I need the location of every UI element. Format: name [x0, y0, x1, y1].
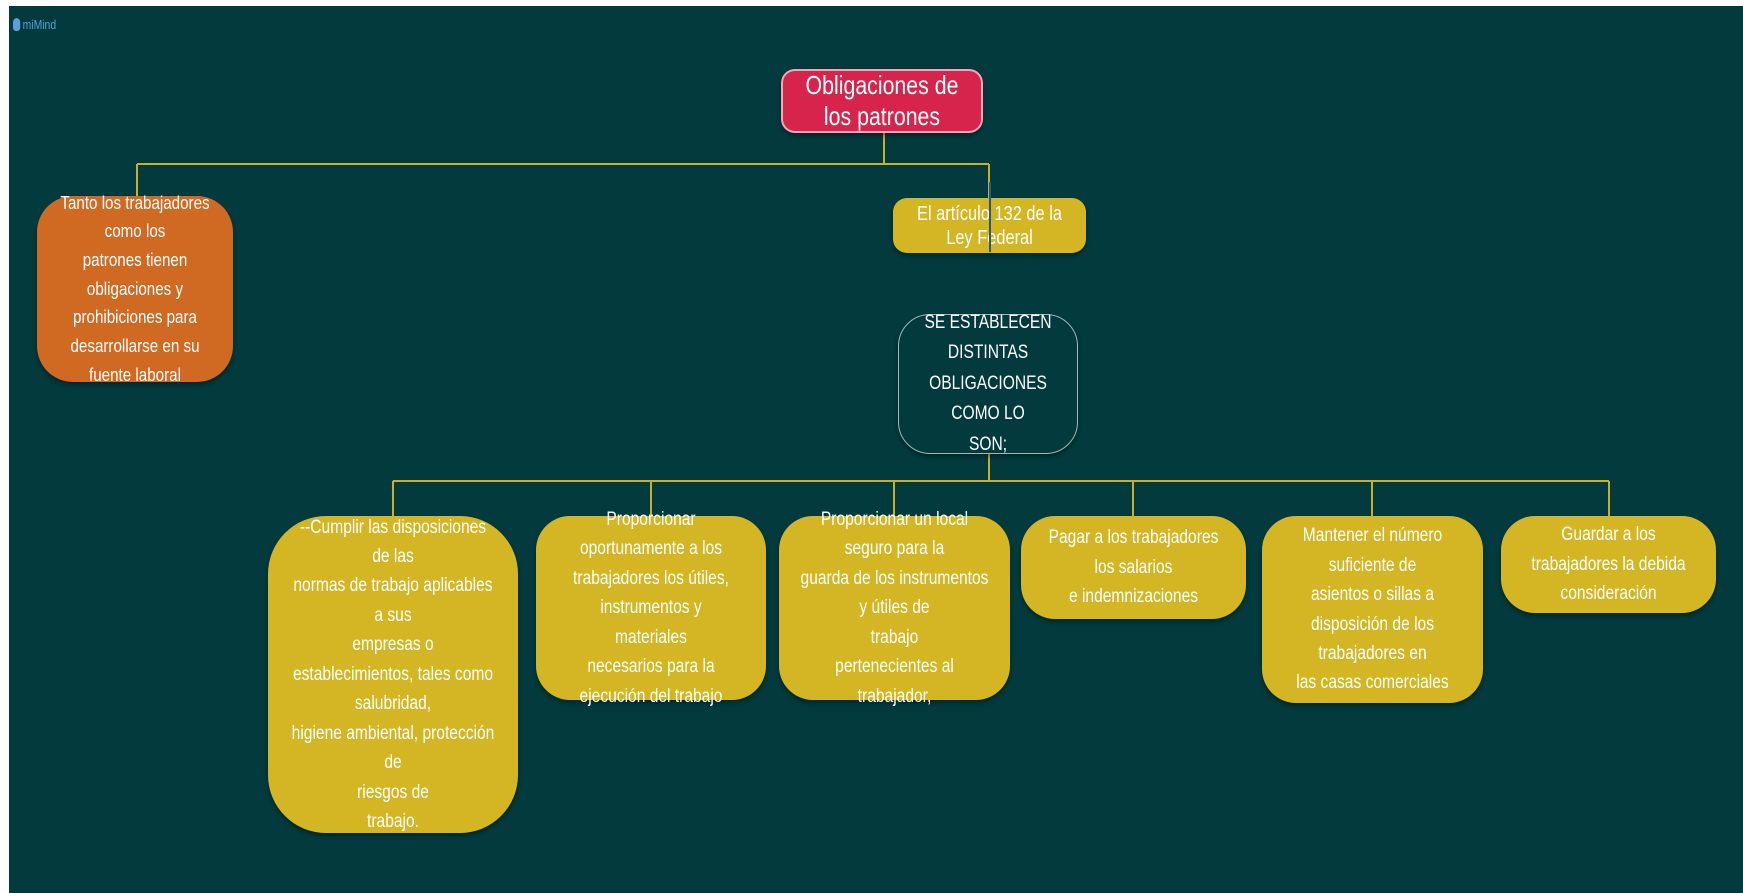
subtopic-proporcionar-utiles[interactable]: Proporcionar oportunamente a los trabaja… — [536, 509, 766, 707]
subtopic-pagar-salarios[interactable]: Pagar a los trabajadores los salarios e … — [1021, 516, 1246, 619]
topic-distintas-obligaciones-label: SE ESTABLECEN DISTINTAS OBLIGACIONES COM… — [924, 312, 1052, 455]
subtopic-label: Mantener el número suficiente de asiento… — [1296, 525, 1449, 694]
subtopic-guardar-consideracion[interactable]: Guardar a los trabajadores la debida con… — [1501, 516, 1716, 613]
subtopic-label: Proporcionar oportunamente a los trabaja… — [573, 508, 729, 707]
subtopic-local-seguro[interactable]: Proporcionar un local seguro para la gua… — [779, 509, 1010, 707]
subtopic-label: Guardar a los trabajadores la debida con… — [1531, 524, 1686, 605]
root-topic[interactable]: Obligaciones de los patrones — [781, 69, 983, 133]
mind-map-canvas: miMind Obligaciones de los patrones Tant… — [9, 6, 1743, 893]
subtopic-mantener-asientos[interactable]: Mantener el número suficiente de asiento… — [1262, 516, 1483, 703]
topic-trabajadores-patrones[interactable]: Tanto los trabajadores como los patrones… — [37, 192, 233, 385]
topic-distintas-obligaciones[interactable]: SE ESTABLECEN DISTINTAS OBLIGACIONES COM… — [898, 312, 1078, 455]
topic-trabajadores-patrones-label: Tanto los trabajadores como los patrones… — [60, 191, 210, 385]
root-topic-label: Obligaciones de los patrones — [805, 69, 959, 131]
subtopic-label: Proporcionar un local seguro para la gua… — [800, 508, 989, 707]
brain-icon — [13, 18, 21, 31]
brand-label: miMind — [22, 17, 57, 32]
app-brand: miMind — [13, 17, 56, 32]
topic-articulo-132-label: El artículo 132 de la Ley Federal — [917, 202, 1062, 249]
subtopic-label: --Cumplir las disposiciones de las norma… — [291, 516, 495, 832]
connector-lines — [136, 133, 1610, 516]
subtopic-cumplir-disposiciones[interactable]: --Cumplir las disposiciones de las norma… — [268, 516, 518, 833]
subtopic-label: Pagar a los trabajadores los salarios e … — [1048, 527, 1219, 608]
drag-cursor-line — [989, 182, 991, 252]
